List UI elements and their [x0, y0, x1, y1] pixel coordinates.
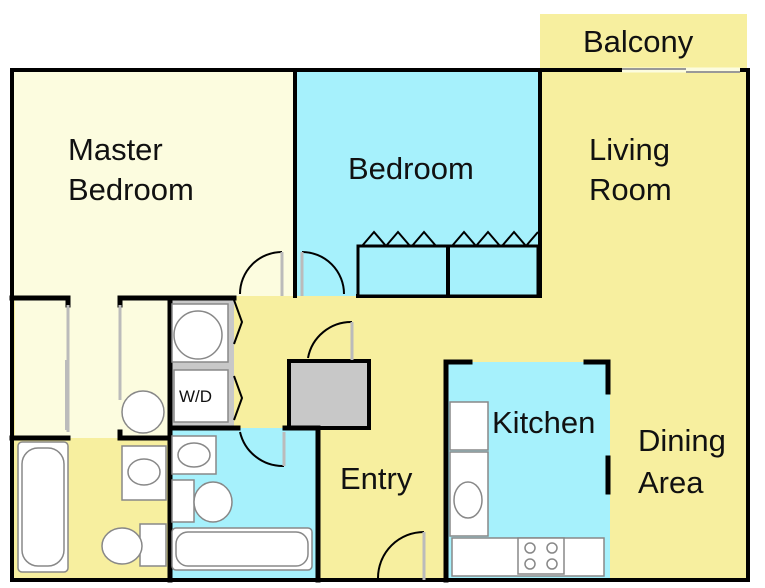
- master-bedroom-area: [12, 70, 295, 296]
- bath-fixtures: [171, 435, 313, 571]
- master-closet-doors: [65, 305, 122, 432]
- master-bedroom-label-line2: Bedroom: [68, 172, 194, 207]
- bedroom-door: [300, 251, 345, 296]
- balcony-label: Balcony: [583, 24, 694, 59]
- front-door: [377, 531, 426, 580]
- master-bath-fixtures: [17, 441, 167, 573]
- living-room-label-line1: Living: [589, 132, 670, 167]
- laundry-label: W/D: [179, 387, 212, 406]
- dining-area-label-line2: Area: [638, 465, 704, 500]
- entry-closet-door: [307, 320, 354, 360]
- entry-closet: [287, 359, 371, 430]
- bedroom-closet: [356, 230, 540, 298]
- bedroom-label: Bedroom: [348, 151, 474, 186]
- kitchen-fixtures: [449, 401, 605, 577]
- balcony-door: [622, 67, 740, 73]
- master-bedroom-label-line1: Master: [68, 132, 163, 167]
- laundry-bifold-door: [233, 299, 244, 421]
- kitchen-label: Kitchen: [492, 405, 595, 440]
- walls: [9, 68, 750, 583]
- balcony-area: [540, 14, 747, 70]
- water-heater: [121, 390, 165, 434]
- bath-door: [239, 431, 286, 468]
- entry-label: Entry: [340, 461, 413, 496]
- washer-dryer: [171, 303, 229, 423]
- dining-area-label-line1: Dining: [638, 423, 726, 458]
- living-room-label-line2: Room: [589, 172, 672, 207]
- master-bedroom-door: [239, 251, 284, 296]
